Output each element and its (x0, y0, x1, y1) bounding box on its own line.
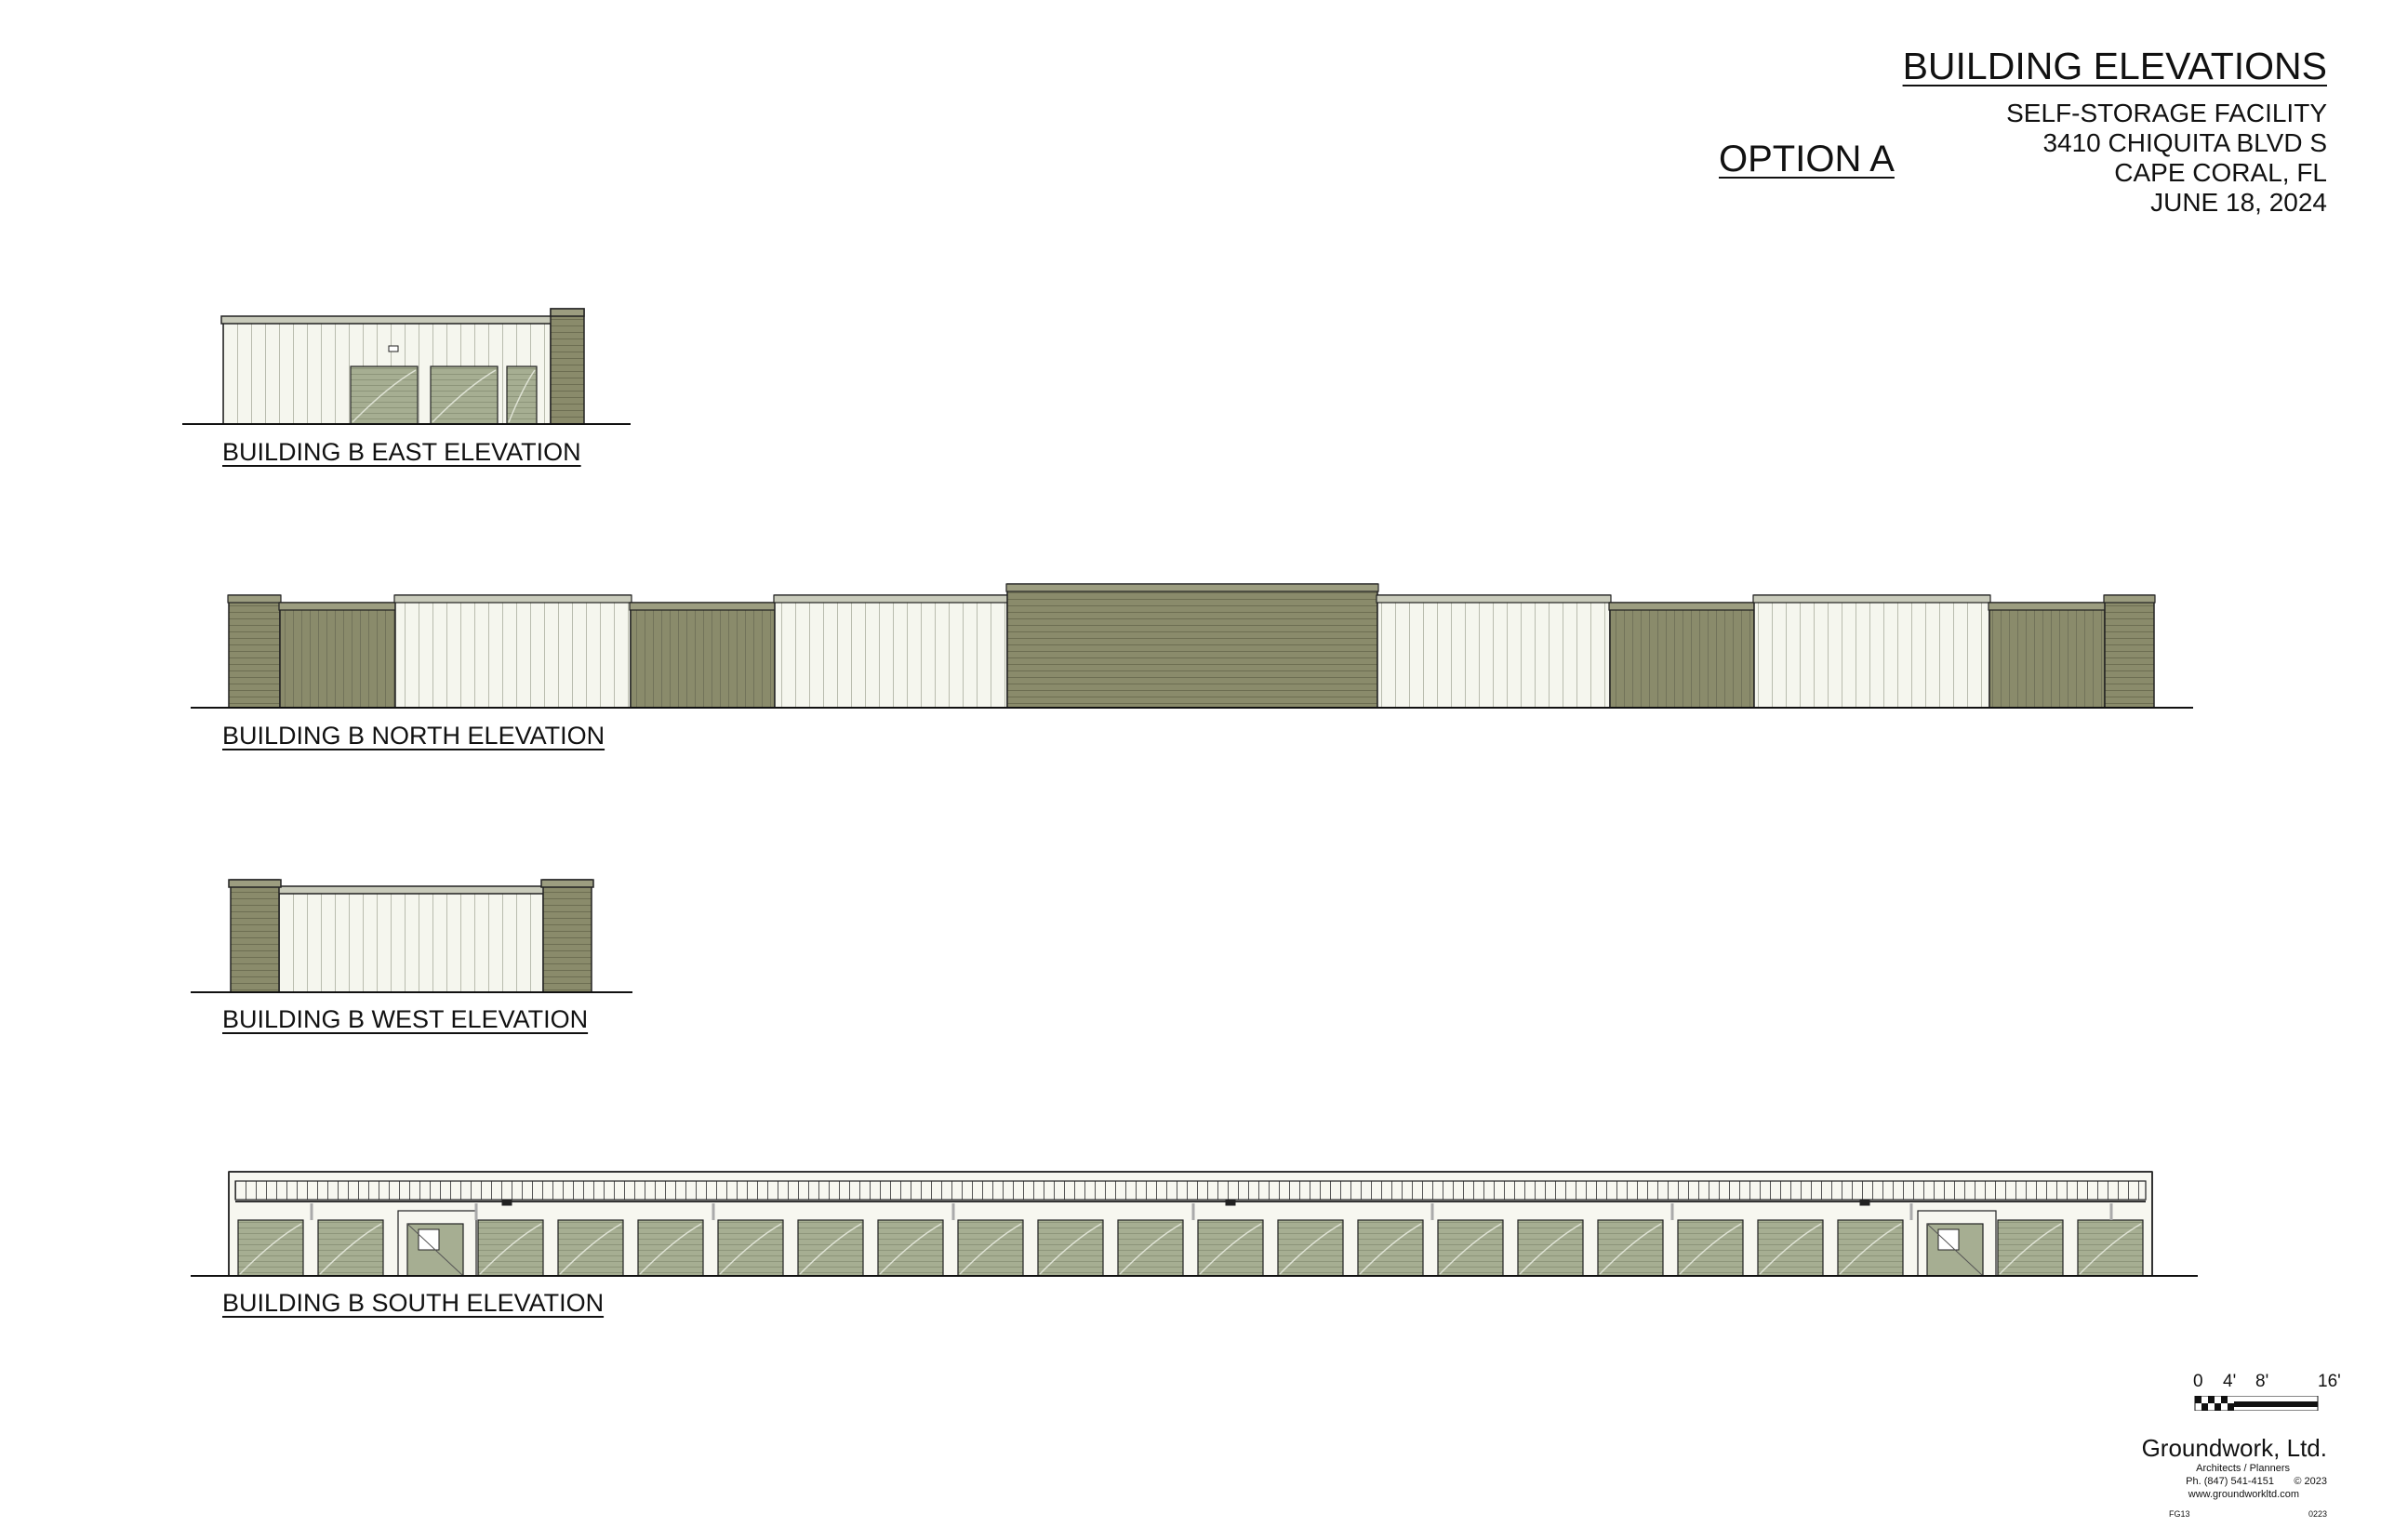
north-elevation-label: BUILDING B NORTH ELEVATION (222, 722, 605, 750)
scale-label-8: 8' (2255, 1372, 2269, 1391)
south-unit-door-16-reflection (1519, 1223, 1582, 1275)
north-end-pier-right-cap (2103, 594, 2156, 604)
south-unit-door-13-reflection (1279, 1223, 1342, 1275)
firm-tagline: Architects / Planners (2196, 1463, 2290, 1474)
title-block: BUILDING ELEVATIONS SELF-STORAGE FACILIT… (1903, 45, 2327, 218)
project-name: SELF-STORAGE FACILITY (2006, 99, 2327, 127)
north-olive-bay-3 (1609, 602, 1755, 709)
option-label: OPTION A (1719, 139, 1895, 179)
south-unit-door-14-reflection (1359, 1223, 1422, 1275)
west-roof-cap (276, 885, 546, 895)
east-corner-pier (550, 308, 585, 425)
project-address: 3410 CHIQUITA BLVD S (2042, 128, 2327, 157)
south-elevation-label: BUILDING B SOUTH ELEVATION (222, 1289, 605, 1317)
west-wall-panel (278, 888, 544, 993)
south-unit-door-5-reflection (639, 1223, 702, 1275)
south-unit-door-22-reflection (1999, 1223, 2062, 1275)
project-date: JUNE 18, 2024 (2150, 188, 2327, 217)
sheet-code: FG13 (2169, 1509, 2190, 1519)
north-light-bay-2 (774, 594, 1008, 709)
north-olive-bay-3-cap (1608, 602, 1756, 611)
firm-name: Groundwork, Ltd. (2141, 1434, 2327, 1462)
scale-label-4: 4' (2223, 1372, 2237, 1391)
south-unit-door-11-reflection (1119, 1223, 1182, 1275)
south-entry-swing-2 (406, 1223, 464, 1277)
firm-website[interactable]: www.groundworkltd.com (2188, 1489, 2299, 1500)
south-unit-door-10-reflection (1039, 1223, 1102, 1275)
south-unit-door-0-reflection (239, 1223, 302, 1275)
firm-block: Groundwork, Ltd. Architects / Planners P… (2142, 1434, 2327, 1501)
south-unit-door-7-reflection (799, 1223, 862, 1275)
north-olive-bay-4 (1989, 602, 2106, 709)
north-olive-bay-1-cap (278, 602, 397, 611)
west-pier-right (542, 879, 592, 993)
south-canopy-light-0 (501, 1200, 512, 1206)
east-pier-cap (550, 308, 585, 317)
south-unit-door-12 (1197, 1219, 1264, 1277)
scale-label-16: 16' (2318, 1372, 2341, 1391)
west-pier-right-cap (540, 879, 594, 888)
north-light-bay-3 (1377, 594, 1611, 709)
south-canopy-rafters (234, 1180, 2147, 1201)
south-canopy-light-1 (1225, 1200, 1236, 1206)
north-end-pier-right (2104, 594, 2155, 709)
north-light-bay-4-cap (1752, 594, 1991, 604)
scale-bar-graphic (2194, 1396, 2319, 1411)
east-wall-sign (388, 345, 399, 352)
south-unit-door-9-reflection (959, 1223, 1022, 1275)
firm-phone: Ph. (847) 541-4151 (2186, 1476, 2274, 1487)
north-light-bay-1-cap (393, 594, 632, 604)
east-door-3-reflection (508, 369, 536, 423)
sheet-codes: FG13 0223 (2141, 1509, 2327, 1522)
firm-copyright: © 2023 (2294, 1476, 2327, 1487)
south-unit-door-3-reflection (479, 1223, 542, 1275)
north-olive-bay-4-cap (1988, 602, 2107, 611)
south-entry-window-21 (1937, 1228, 1960, 1251)
south-unit-door-18-reflection (1679, 1223, 1742, 1275)
north-end-pier-left (228, 594, 281, 709)
north-light-bay-3-cap (1376, 594, 1612, 604)
west-pier-left (230, 879, 280, 993)
east-door-2-reflection (432, 369, 497, 423)
south-unit-door-4-reflection (559, 1223, 622, 1275)
sheet-title: BUILDING ELEVATIONS (1902, 45, 2327, 87)
south-canopy-light-2 (1859, 1200, 1870, 1206)
east-roof-cap (220, 315, 555, 325)
graphic-scale: 0 4' 8' 16' (2193, 1372, 2341, 1418)
south-unit-door-20-reflection (1839, 1223, 1902, 1275)
south-unit-door-4 (557, 1219, 624, 1277)
project-city: CAPE CORAL, FL (2114, 158, 2327, 187)
firm-contact-row: Ph. (847) 541-4151 © 2023 (2142, 1475, 2327, 1488)
east-door-1-reflection (352, 369, 417, 423)
south-unit-door-15-reflection (1439, 1223, 1502, 1275)
south-unit-door-1-reflection (319, 1223, 382, 1275)
south-unit-door-17-reflection (1599, 1223, 1662, 1275)
south-unit-door-23-reflection (2079, 1223, 2142, 1275)
north-center-tower-cap (1005, 583, 1379, 592)
south-unit-door-8-reflection (879, 1223, 942, 1275)
north-light-bay-2-cap (773, 594, 1009, 604)
west-elevation-label: BUILDING B WEST ELEVATION (222, 1005, 589, 1033)
east-elevation-label: BUILDING B EAST ELEVATION (222, 438, 581, 466)
south-entry-swing-21 (1926, 1223, 1984, 1277)
south-unit-door-6-reflection (719, 1223, 782, 1275)
sheet-number: 0223 (2308, 1509, 2327, 1519)
north-center-tower (1006, 583, 1378, 709)
scale-label-0: 0 (2193, 1372, 2203, 1391)
west-pier-left-cap (228, 879, 282, 888)
south-entry-window-2 (418, 1228, 440, 1251)
north-light-bay-4 (1753, 594, 1990, 709)
north-olive-bay-1 (279, 602, 396, 709)
south-unit-door-19-reflection (1759, 1223, 1822, 1275)
north-light-bay-1 (394, 594, 632, 709)
north-olive-bay-2 (630, 602, 776, 709)
north-olive-bay-2-cap (629, 602, 777, 611)
south-unit-door-12-reflection (1199, 1223, 1262, 1275)
north-end-pier-left-cap (227, 594, 282, 604)
